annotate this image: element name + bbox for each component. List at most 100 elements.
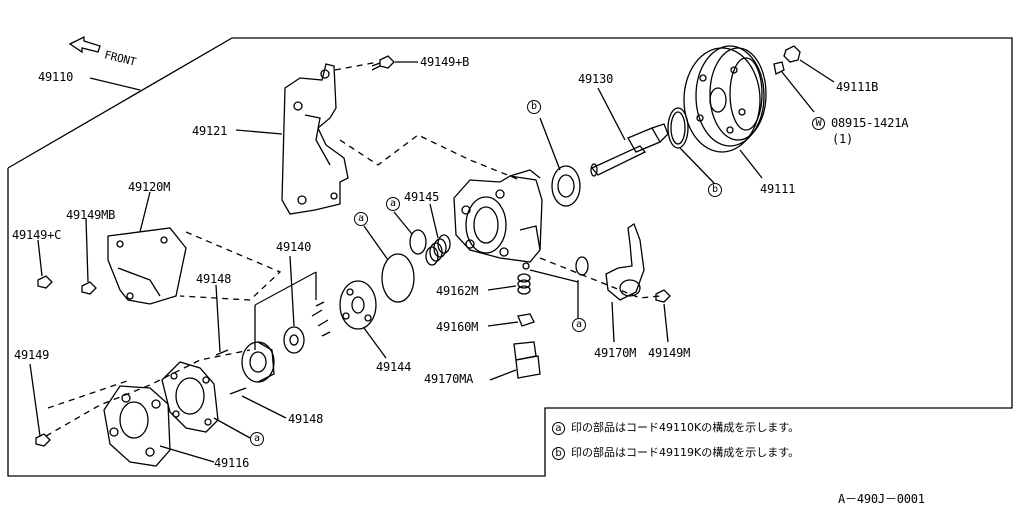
nut-49111B bbox=[783, 45, 801, 63]
leader-49140 bbox=[289, 255, 295, 327]
marker-a-oring-large: a bbox=[354, 212, 368, 226]
front-arrow-icon bbox=[68, 35, 101, 54]
label-washer-qty: (1) bbox=[832, 132, 854, 146]
washer-part-number: 08915-1421A bbox=[831, 116, 909, 130]
tie-line-bracket-2 bbox=[339, 134, 521, 181]
label-49140: 49140 bbox=[276, 240, 312, 254]
label-49149MB: 49149MB bbox=[66, 208, 116, 222]
pin-49148-b bbox=[229, 387, 247, 395]
note-b: b 印の部品はコード49119Kの構成を示します。 bbox=[552, 446, 799, 460]
leader-oilseal bbox=[539, 117, 561, 171]
pin-49148-a bbox=[215, 349, 229, 356]
leader-49111B bbox=[799, 59, 835, 83]
leader-49160M bbox=[487, 321, 519, 327]
leader-49144 bbox=[363, 327, 387, 359]
spring-49145 bbox=[425, 234, 451, 266]
bolt-49149 bbox=[35, 433, 51, 447]
label-49116: 49116 bbox=[214, 456, 250, 470]
leader-49148b bbox=[241, 395, 287, 419]
snap-ring bbox=[667, 107, 689, 149]
assembly-frame bbox=[7, 37, 1013, 477]
bolt-49149C bbox=[37, 275, 53, 289]
label-49149B: 49149+B bbox=[420, 55, 470, 69]
label-49120M: 49120M bbox=[128, 180, 171, 194]
label-49170M: 49170M bbox=[594, 346, 637, 360]
bolt-49149B bbox=[371, 55, 395, 71]
tie-line-cover-2 bbox=[47, 379, 131, 409]
label-49148-a: 49148 bbox=[196, 272, 232, 286]
marker-a-oring-small: a bbox=[386, 197, 400, 211]
label-49111B: 49111B bbox=[836, 80, 879, 94]
tie-line-cover bbox=[45, 349, 251, 437]
label-49148-b: 49148 bbox=[288, 412, 324, 426]
leader-49111 bbox=[739, 149, 763, 179]
label-49111: 49111 bbox=[760, 182, 796, 196]
label-49110: 49110 bbox=[38, 70, 74, 84]
valve-49160M bbox=[517, 313, 535, 327]
leader-49170M bbox=[611, 301, 615, 343]
label-49149M: 49149M bbox=[648, 346, 691, 360]
leader-49116 bbox=[159, 445, 215, 463]
leader-49145 bbox=[429, 203, 439, 239]
label-49149C: 49149+C bbox=[12, 228, 62, 242]
leader-a-2 bbox=[529, 269, 579, 283]
bolt-49149MB bbox=[81, 281, 97, 295]
plate-49144 bbox=[339, 280, 377, 330]
oring-small bbox=[409, 229, 427, 255]
bracket-49120M bbox=[107, 227, 187, 305]
note-a: a 印の部品はコード49110Kの構成を示します。 bbox=[552, 421, 799, 435]
pulley-49111 bbox=[683, 45, 767, 153]
pump-body bbox=[453, 169, 543, 263]
oil-seal bbox=[551, 165, 581, 207]
washer-08915 bbox=[773, 61, 785, 75]
note-b-text: 印の部品はコード49119Kの構成を示します。 bbox=[571, 446, 800, 459]
shaft-49130 bbox=[590, 123, 669, 177]
tie-line-fitting bbox=[539, 257, 661, 299]
washer-symbol: W bbox=[812, 117, 825, 130]
label-49160M: 49160M bbox=[436, 320, 479, 334]
label-49149: 49149 bbox=[14, 348, 50, 362]
label-49162M: 49162M bbox=[436, 284, 479, 298]
leader-49149C bbox=[37, 239, 43, 277]
leader-gasket bbox=[213, 417, 251, 439]
tie-line-bracket bbox=[334, 61, 379, 71]
diagram-code: A－490J－0001 bbox=[838, 492, 925, 506]
leader-49120M bbox=[139, 191, 151, 233]
leader-49148a bbox=[215, 284, 221, 353]
marker-a-gasket: a bbox=[250, 432, 264, 446]
note-a-marker: a bbox=[552, 421, 565, 435]
marker-b-oilseal: b bbox=[527, 100, 541, 114]
leader-49149M bbox=[663, 303, 669, 343]
cam-ring bbox=[241, 341, 275, 383]
leader-49110 bbox=[89, 77, 141, 91]
notes-box bbox=[545, 408, 1012, 476]
tie-line-120M bbox=[179, 231, 282, 301]
leader-49149MB bbox=[85, 217, 89, 283]
gasket bbox=[161, 361, 219, 433]
leader-49170MA bbox=[489, 369, 517, 381]
cover-49116 bbox=[103, 385, 171, 467]
leader-washer bbox=[781, 71, 815, 113]
label-washer: W 08915-1421A bbox=[812, 116, 908, 130]
leader-49121 bbox=[235, 129, 283, 135]
note-b-marker: b bbox=[552, 446, 565, 460]
note-a-text: 印の部品はコード49110Kの構成を示します。 bbox=[571, 421, 800, 434]
oring-large bbox=[381, 253, 415, 303]
bolt-49149M bbox=[655, 289, 671, 303]
marker-a-valve: a bbox=[572, 318, 586, 332]
label-49121: 49121 bbox=[192, 124, 228, 138]
leader-oring-large bbox=[363, 225, 389, 261]
bracket-49121 bbox=[281, 63, 349, 215]
rotor-49140 bbox=[254, 271, 331, 354]
valve-49162M bbox=[517, 262, 531, 295]
label-49145: 49145 bbox=[404, 190, 440, 204]
leader-49162M bbox=[487, 285, 517, 291]
connector-49170MA bbox=[513, 341, 541, 379]
leader-49130 bbox=[597, 87, 626, 141]
leader-snapring bbox=[679, 147, 715, 184]
label-49170MA: 49170MA bbox=[424, 372, 474, 386]
leader-49149 bbox=[29, 363, 41, 437]
fitting-49170M bbox=[575, 223, 645, 301]
marker-b-snapring: b bbox=[708, 183, 722, 197]
